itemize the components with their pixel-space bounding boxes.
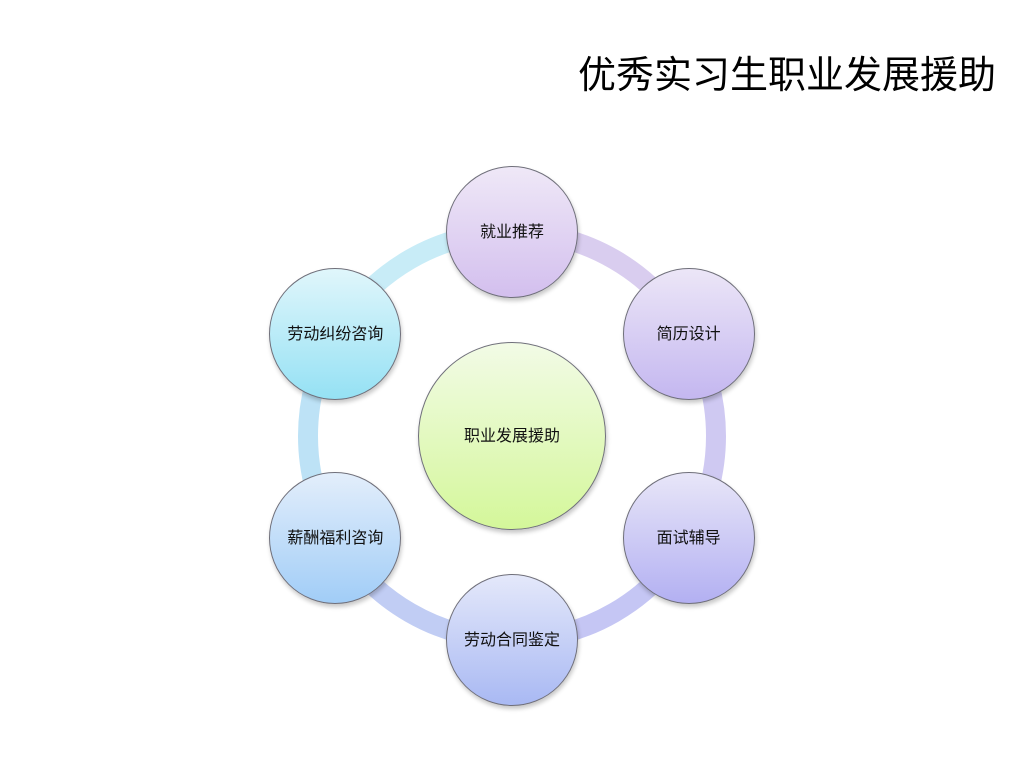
node-labor-dispute-consulting: 劳动纠纷咨询	[269, 268, 402, 400]
node-label: 劳动纠纷咨询	[287, 324, 384, 343]
center-node: 职业发展援助	[418, 342, 606, 530]
node-resume-design: 简历设计	[622, 268, 755, 400]
node-label: 薪酬福利咨询	[287, 528, 384, 547]
node-interview-coaching: 面试辅导	[622, 472, 755, 604]
slide-title: 优秀实习生职业发展援助	[577, 53, 996, 97]
center-node-label: 职业发展援助	[463, 426, 560, 445]
node-job-recommendation: 就业推荐	[446, 166, 578, 298]
node-label: 简历设计	[656, 324, 721, 343]
node-label: 面试辅导	[656, 528, 721, 547]
node-labor-contract-review: 劳动合同鉴定	[446, 574, 578, 706]
node-label: 劳动合同鉴定	[464, 630, 561, 649]
node-salary-benefits-consulting: 薪酬福利咨询	[269, 472, 402, 604]
node-label: 就业推荐	[479, 222, 544, 241]
